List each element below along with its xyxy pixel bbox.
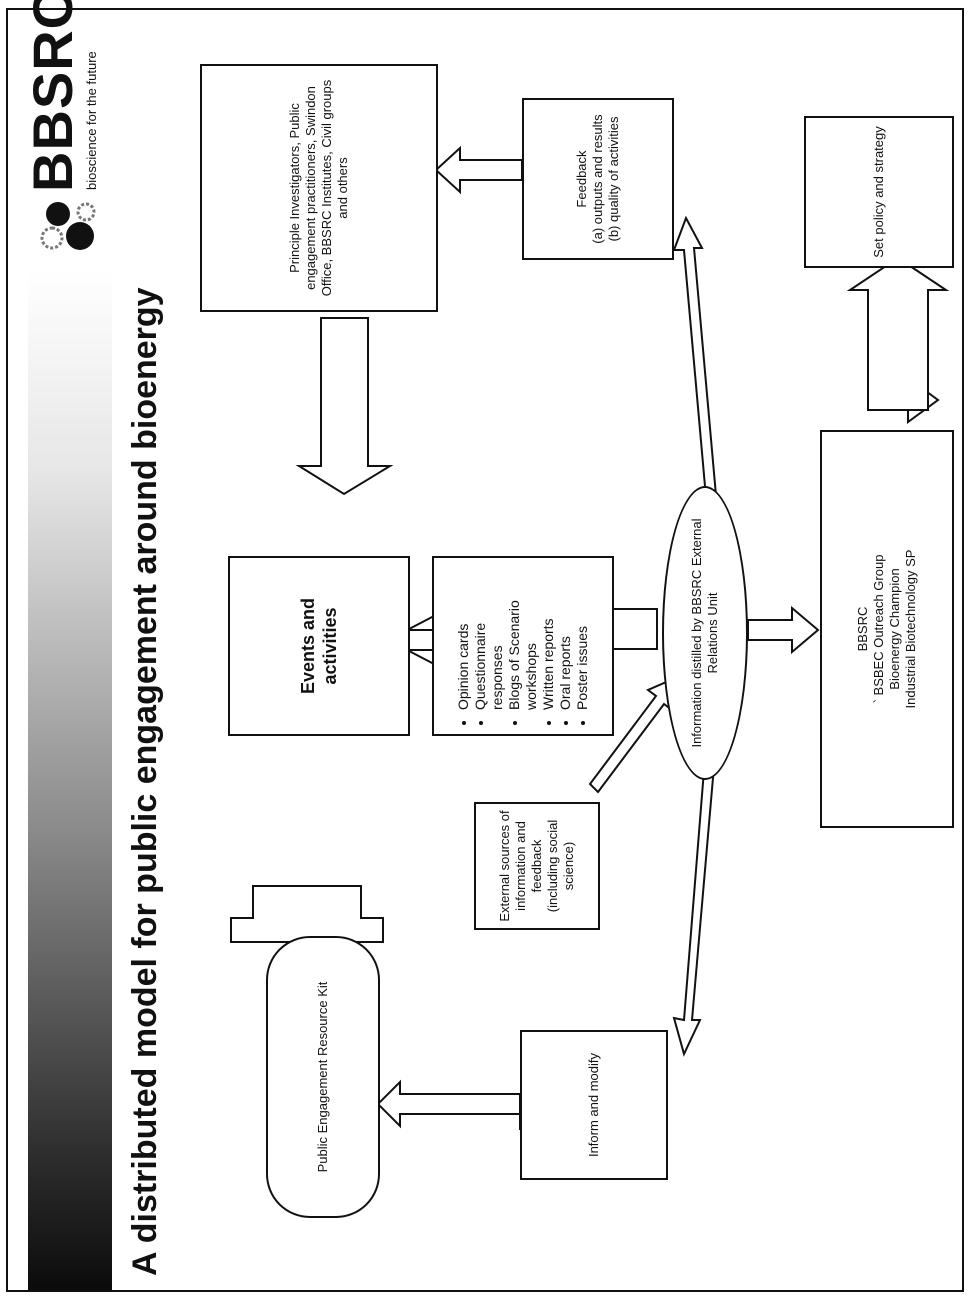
bbsrc-groups-line: BBSRC	[855, 606, 870, 652]
arrow-bbsrc-to-policy-shaft	[846, 256, 950, 411]
output-item: Oral reports	[557, 564, 574, 710]
node-feedback-label: Feedback (a) outputs and results (b) qua…	[574, 114, 621, 244]
output-item: Written reports	[540, 564, 557, 710]
arrow-inform-to-kit	[376, 1079, 521, 1130]
node-external-sources: External sources of information and feed…	[474, 802, 600, 930]
arrow-unit-to-feedback	[672, 215, 720, 522]
output-item: Questionnaire responses	[472, 564, 506, 710]
node-policy-label: Set policy and strategy	[871, 126, 886, 258]
arrow-unit-to-bbsrc	[747, 605, 820, 655]
node-stakeholders-label: Principle Investigators, Public engageme…	[287, 79, 350, 297]
outputs-list: Opinion cards Questionnaire responses Bl…	[455, 564, 591, 728]
node-feedback: Feedback (a) outputs and results (b) qua…	[522, 98, 674, 260]
node-information-unit-label: Information distilled by BBSRC External …	[689, 518, 720, 748]
node-bbsrc-groups: BBSRC ` BSBEC Outreach Group Bioenergy C…	[820, 430, 954, 828]
node-resource-kit-label: Public Engagement Resource Kit	[315, 981, 330, 1173]
bbsrc-groups-line: Industrial Biotechnology SP	[903, 549, 918, 709]
node-stakeholders: Principle Investigators, Public engageme…	[200, 64, 438, 312]
output-item: Opinion cards	[455, 564, 472, 710]
node-inform-modify-label: Inform and modify	[586, 1052, 601, 1158]
node-information-unit: Information distilled by BBSRC External …	[662, 486, 748, 780]
arrow-stakeholders-to-events	[295, 317, 394, 496]
node-events-activities: Events and activities	[228, 556, 410, 736]
molecule-icon	[40, 202, 96, 250]
node-policy: Set policy and strategy	[804, 116, 954, 268]
arrows-layer	[230, 145, 950, 1130]
arrow-kit-to-events	[230, 885, 384, 943]
bbsrc-groups-line: ` BSBEC Outreach Group	[871, 554, 886, 704]
node-outputs-list: Opinion cards Questionnaire responses Bl…	[432, 556, 614, 736]
output-item: Blogs of Scenario workshops	[506, 564, 540, 710]
slide: A distributed model for public engagemen…	[8, 0, 962, 1290]
node-events-activities-label: Events and activities	[298, 597, 340, 695]
output-item: Poster issues	[574, 564, 591, 710]
node-inform-modify: Inform and modify	[520, 1030, 668, 1180]
arrow-feedback-to-stakeholders	[434, 145, 523, 195]
slide-frame: A distributed model for public engagemen…	[6, 0, 964, 1292]
bbsrc-groups-line: Bioenergy Champion	[887, 568, 902, 690]
node-resource-kit: Public Engagement Resource Kit	[266, 936, 380, 1218]
bbsrc-logo: BBSRC bioscience for the future	[21, 0, 114, 258]
node-external-sources-label: External sources of information and feed…	[497, 810, 576, 922]
